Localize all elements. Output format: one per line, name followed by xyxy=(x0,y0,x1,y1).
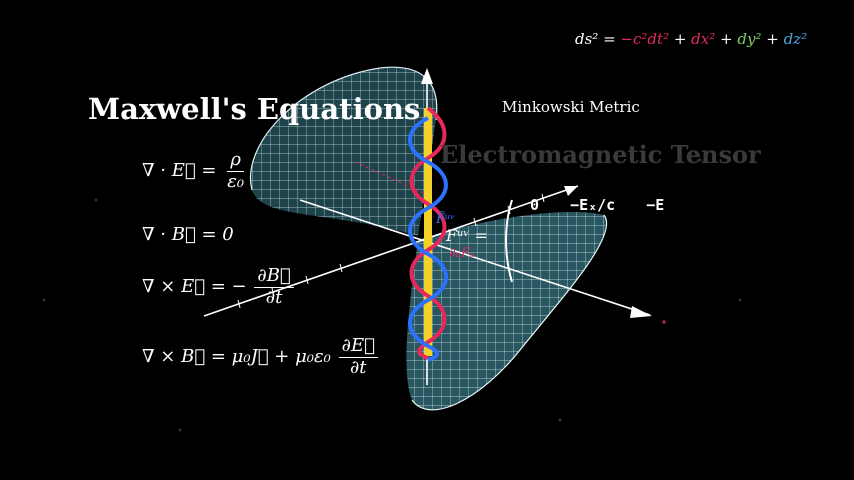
numerator: ∂E⃗ xyxy=(338,335,378,358)
wave-blue-helix xyxy=(408,116,448,362)
denominator: ∂t xyxy=(265,286,283,308)
tensor-symbol: Fᵘᵛ = xyxy=(446,226,488,245)
equation-lhs: ∇ × E⃗ = − xyxy=(142,276,247,298)
numerator: ∂B⃗ xyxy=(254,265,294,288)
metric-label: Minkowski Metric xyxy=(502,98,640,116)
upper-light-cone-rim xyxy=(249,66,438,191)
x-axis-ticks xyxy=(237,193,545,309)
tensor-derivative: ∂ᵤFᵤ xyxy=(449,246,476,261)
tensor-bracket xyxy=(505,199,513,283)
dotted-ray xyxy=(354,161,431,197)
tensor-row-0: 0 −Eₓ/c −E xyxy=(530,196,686,214)
fraction: ∂B⃗ ∂t xyxy=(254,265,294,308)
metric-lhs: ds² = xyxy=(575,30,621,48)
metric-term-dt: −c²dt² xyxy=(620,30,670,48)
metric-term-dz: dz² xyxy=(783,30,808,48)
dual-tensor-symbol: F̃ᵘᵛ xyxy=(436,212,456,227)
wave-red-helix xyxy=(409,106,447,360)
ampere-maxwell-law: ∇ × B⃗ = μ₀J⃗ + μ₀ε₀ ∂E⃗ ∂t xyxy=(142,335,380,378)
gauss-law-magnetic: ∇ · B⃗ = 0 xyxy=(142,224,234,245)
lower-light-cone-rim xyxy=(411,214,608,411)
faraday-law: ∇ × E⃗ = − ∂B⃗ ∂t xyxy=(142,265,296,308)
denominator: ε₀ xyxy=(227,170,245,192)
minkowski-metric-equation: ds² = −c²dt² + dx² + dy² + dz² xyxy=(575,30,807,48)
time-axis-arrowhead xyxy=(421,68,433,84)
wave-core xyxy=(424,108,432,356)
numerator: ρ xyxy=(227,149,244,172)
tensor-cell: −E xyxy=(646,196,665,214)
y-axis xyxy=(299,199,651,316)
denominator: ∂t xyxy=(349,356,367,378)
gauss-law-electric: ∇ · E⃗ = ρ ε₀ xyxy=(142,149,249,192)
metric-plus: + xyxy=(761,30,784,48)
metric-plus: + xyxy=(669,30,692,48)
fraction: ρ ε₀ xyxy=(224,149,247,192)
tensor-title: Electromagnetic Tensor xyxy=(440,140,761,169)
upper-light-cone xyxy=(250,67,437,236)
metric-plus: + xyxy=(715,30,738,48)
tensor-cell: 0 xyxy=(530,196,540,214)
page-title: Maxwell's Equations xyxy=(88,92,421,126)
y-axis-arrowhead xyxy=(630,306,652,318)
background-dots xyxy=(42,158,742,432)
lower-light-cone xyxy=(406,212,607,410)
equation-lhs: ∇ × B⃗ = μ₀J⃗ + μ₀ε₀ xyxy=(142,346,331,368)
tensor-cell: −Eₓ/c xyxy=(570,196,616,214)
x-axis-arrowhead xyxy=(564,186,578,196)
metric-term-dy: dy² xyxy=(737,30,762,48)
fraction: ∂E⃗ ∂t xyxy=(338,335,378,378)
metric-term-dx: dx² xyxy=(691,30,716,48)
equation-lhs: ∇ · E⃗ = xyxy=(142,160,217,182)
x-axis xyxy=(203,185,579,317)
